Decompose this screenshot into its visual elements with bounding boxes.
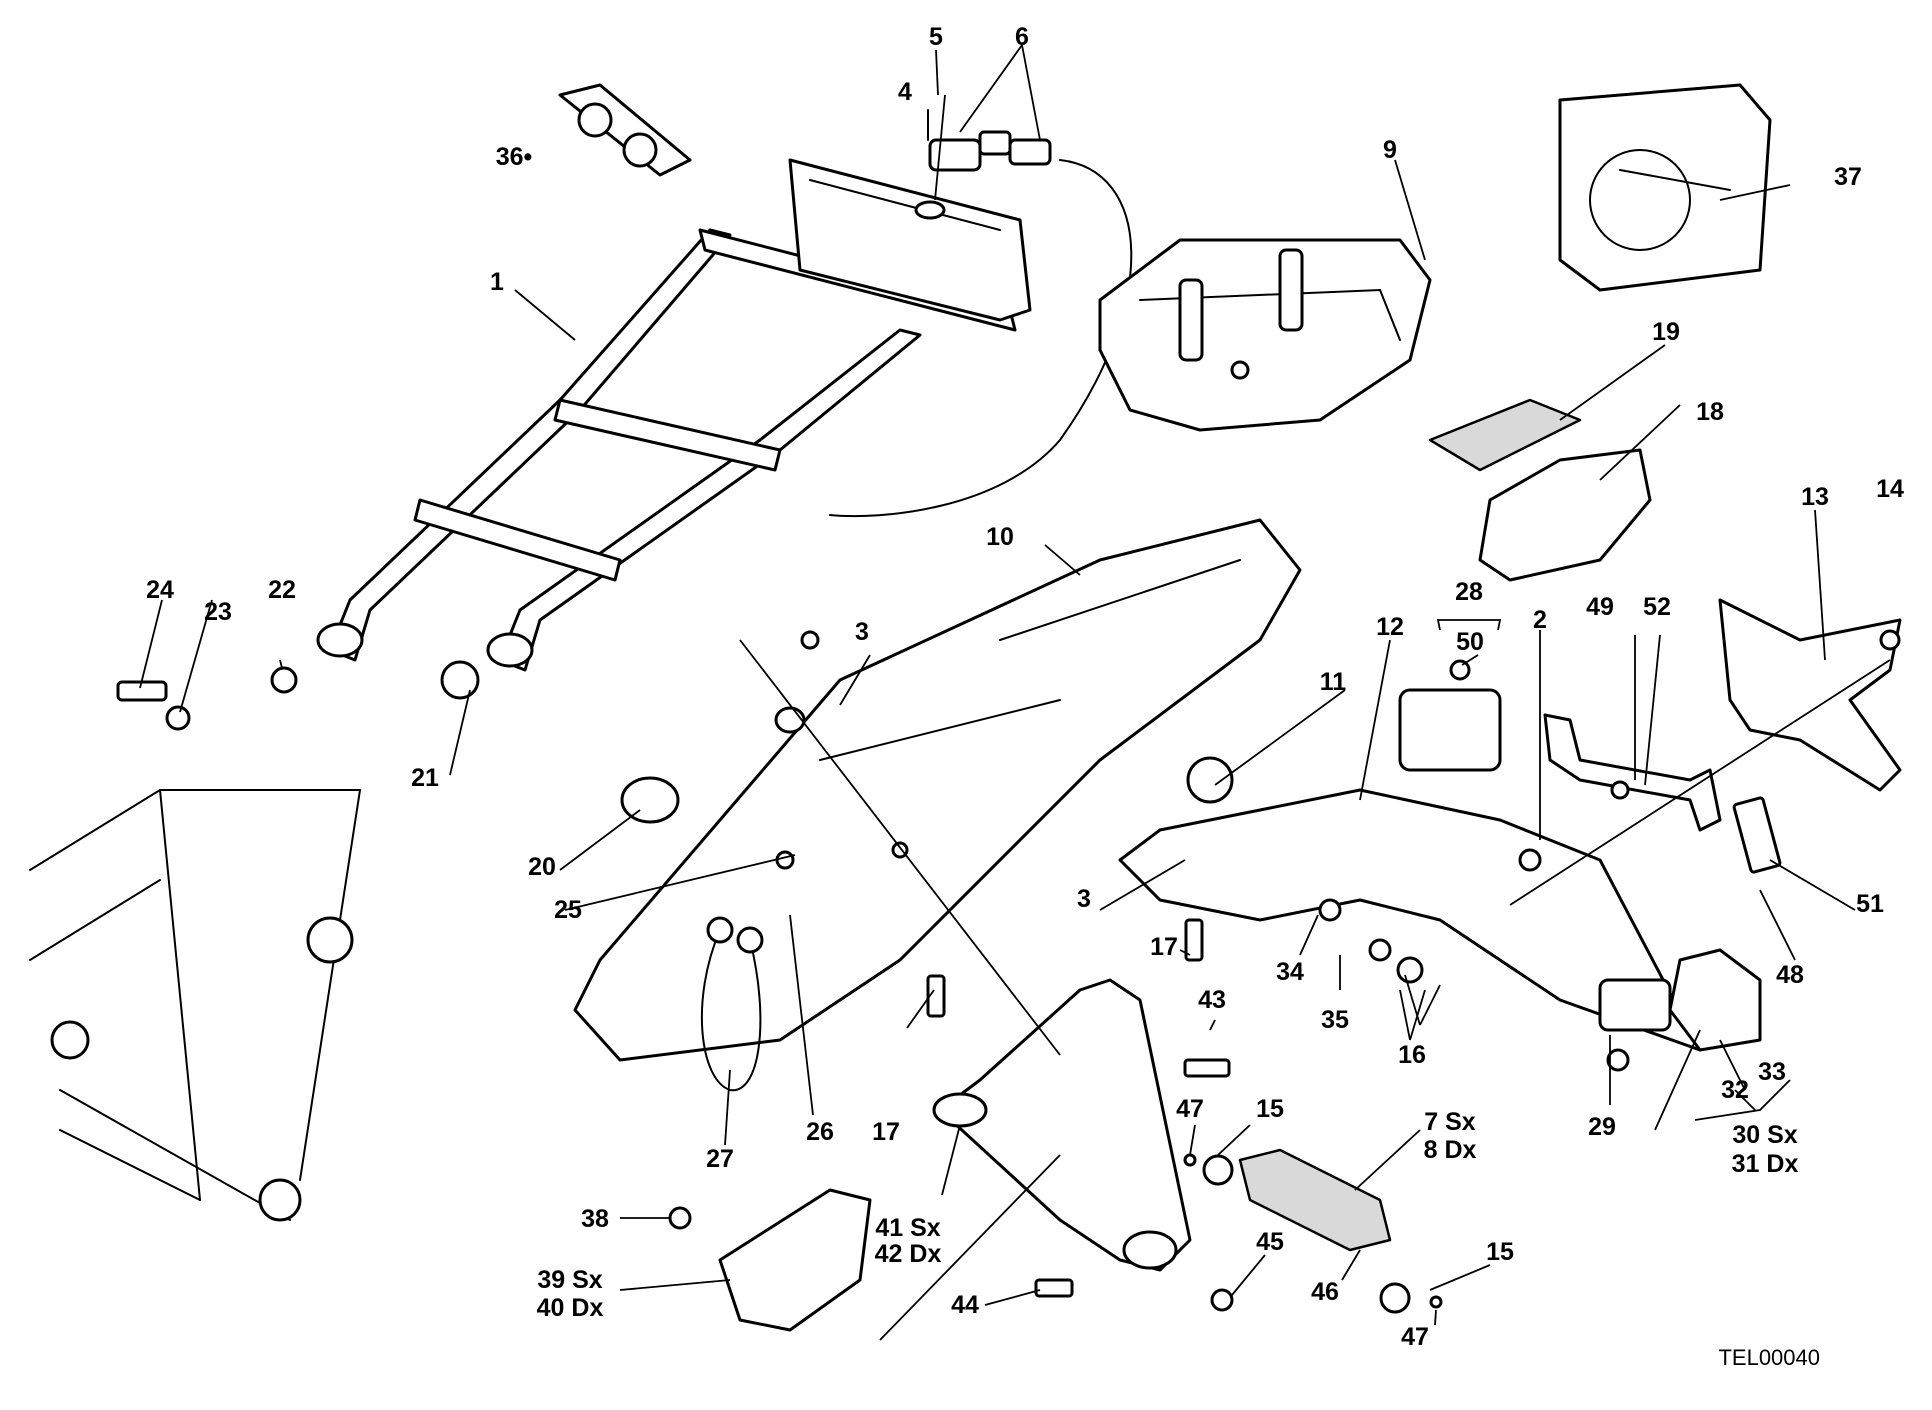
callout-43: 43 (1198, 986, 1226, 1014)
callout-40-dx: 40 Dx (537, 1294, 604, 1322)
callout-20: 20 (528, 853, 556, 881)
callout-44: 44 (951, 1291, 979, 1319)
callout-34: 34 (1276, 958, 1304, 986)
rear-subframe (316, 158, 1032, 672)
reflector-bracket (1543, 713, 1722, 832)
callout-19: 19 (1652, 318, 1680, 346)
callout-38: 38 (581, 1205, 609, 1233)
battery-cable (700, 929, 762, 1092)
callout-45: 45 (1256, 1228, 1284, 1256)
callout-29: 29 (1588, 1113, 1616, 1141)
callout-33: 33 (1758, 1058, 1786, 1086)
main-frame (29, 789, 361, 1222)
callout-17-upper: 17 (1150, 933, 1178, 961)
callout-36: 36• (496, 143, 533, 171)
callout-50: 50 (1456, 628, 1484, 656)
callout-10: 10 (986, 523, 1014, 551)
callout-12: 12 (1376, 613, 1404, 641)
callout-16: 16 (1398, 1041, 1426, 1069)
diagram-reference-code: TEL00040 (1718, 1345, 1820, 1370)
callout-labels: 1 2 3 3 4 5 6 7 Sx 8 Dx 9 10 11 12 13 14… (146, 23, 1904, 1351)
callout-25: 25 (554, 896, 582, 924)
callout-47-lower: 47 (1401, 1323, 1429, 1351)
callout-47-upper: 47 (1176, 1095, 1204, 1123)
callout-14: 14 (1876, 475, 1904, 503)
callout-4: 4 (898, 78, 912, 106)
callout-27: 27 (706, 1145, 734, 1173)
callout-37: 37 (1834, 163, 1862, 191)
callout-42-dx: 42 Dx (875, 1240, 942, 1268)
relay (1398, 688, 1502, 772)
callout-49: 49 (1586, 593, 1614, 621)
reflector (1732, 796, 1782, 874)
callout-26: 26 (806, 1118, 834, 1146)
callout-3-lower: 3 (1077, 885, 1091, 913)
callout-17-lower: 17 (872, 1118, 900, 1146)
callout-9: 9 (1383, 136, 1397, 164)
callout-13: 13 (1801, 483, 1829, 511)
tool-kit-bag (1478, 448, 1652, 582)
footpeg (1238, 1148, 1392, 1252)
cable-adjuster (928, 130, 1052, 172)
callout-31-dx: 31 Dx (1732, 1150, 1799, 1178)
leader-lines (139, 44, 1891, 1341)
callout-51: 51 (1856, 890, 1884, 918)
callout-2: 2 (1533, 606, 1547, 634)
callout-6: 6 (1015, 23, 1029, 51)
callout-48: 48 (1776, 961, 1804, 989)
callout-8-dx: 8 Dx (1424, 1136, 1477, 1164)
callout-15-upper: 15 (1256, 1095, 1284, 1123)
callout-39-sx: 39 Sx (537, 1266, 602, 1294)
callout-35: 35 (1321, 1006, 1349, 1034)
callout-22: 22 (268, 576, 296, 604)
callout-41-sx: 41 Sx (875, 1214, 940, 1242)
callout-1: 1 (490, 268, 504, 296)
callout-30-sx: 30 Sx (1732, 1121, 1797, 1149)
footpeg-bracket (938, 978, 1192, 1272)
callout-32: 32 (1721, 1076, 1749, 1104)
seat-lock-box (1558, 83, 1772, 292)
callout-46: 46 (1311, 1278, 1339, 1306)
callout-21: 21 (411, 764, 439, 792)
license-plate-holder (1718, 598, 1902, 792)
callout-5: 5 (929, 23, 943, 51)
callout-18: 18 (1696, 398, 1724, 426)
callout-23: 23 (204, 598, 232, 626)
callout-7-sx: 7 Sx (1424, 1108, 1476, 1136)
strap-bracket (558, 83, 692, 177)
callout-15-lower: 15 (1486, 1238, 1514, 1266)
battery-tray (1098, 238, 1432, 432)
fasteners (116, 629, 1901, 1314)
heel-guard (718, 1188, 872, 1332)
callout-24: 24 (146, 576, 174, 604)
cable (829, 159, 1133, 518)
parts-drawing (29, 83, 1902, 1332)
callout-28: 28 (1455, 578, 1483, 606)
callout-3-upper: 3 (855, 618, 869, 646)
callout-11: 11 (1320, 668, 1347, 696)
owners-manual (1428, 398, 1582, 472)
callout-52: 52 (1643, 593, 1671, 621)
